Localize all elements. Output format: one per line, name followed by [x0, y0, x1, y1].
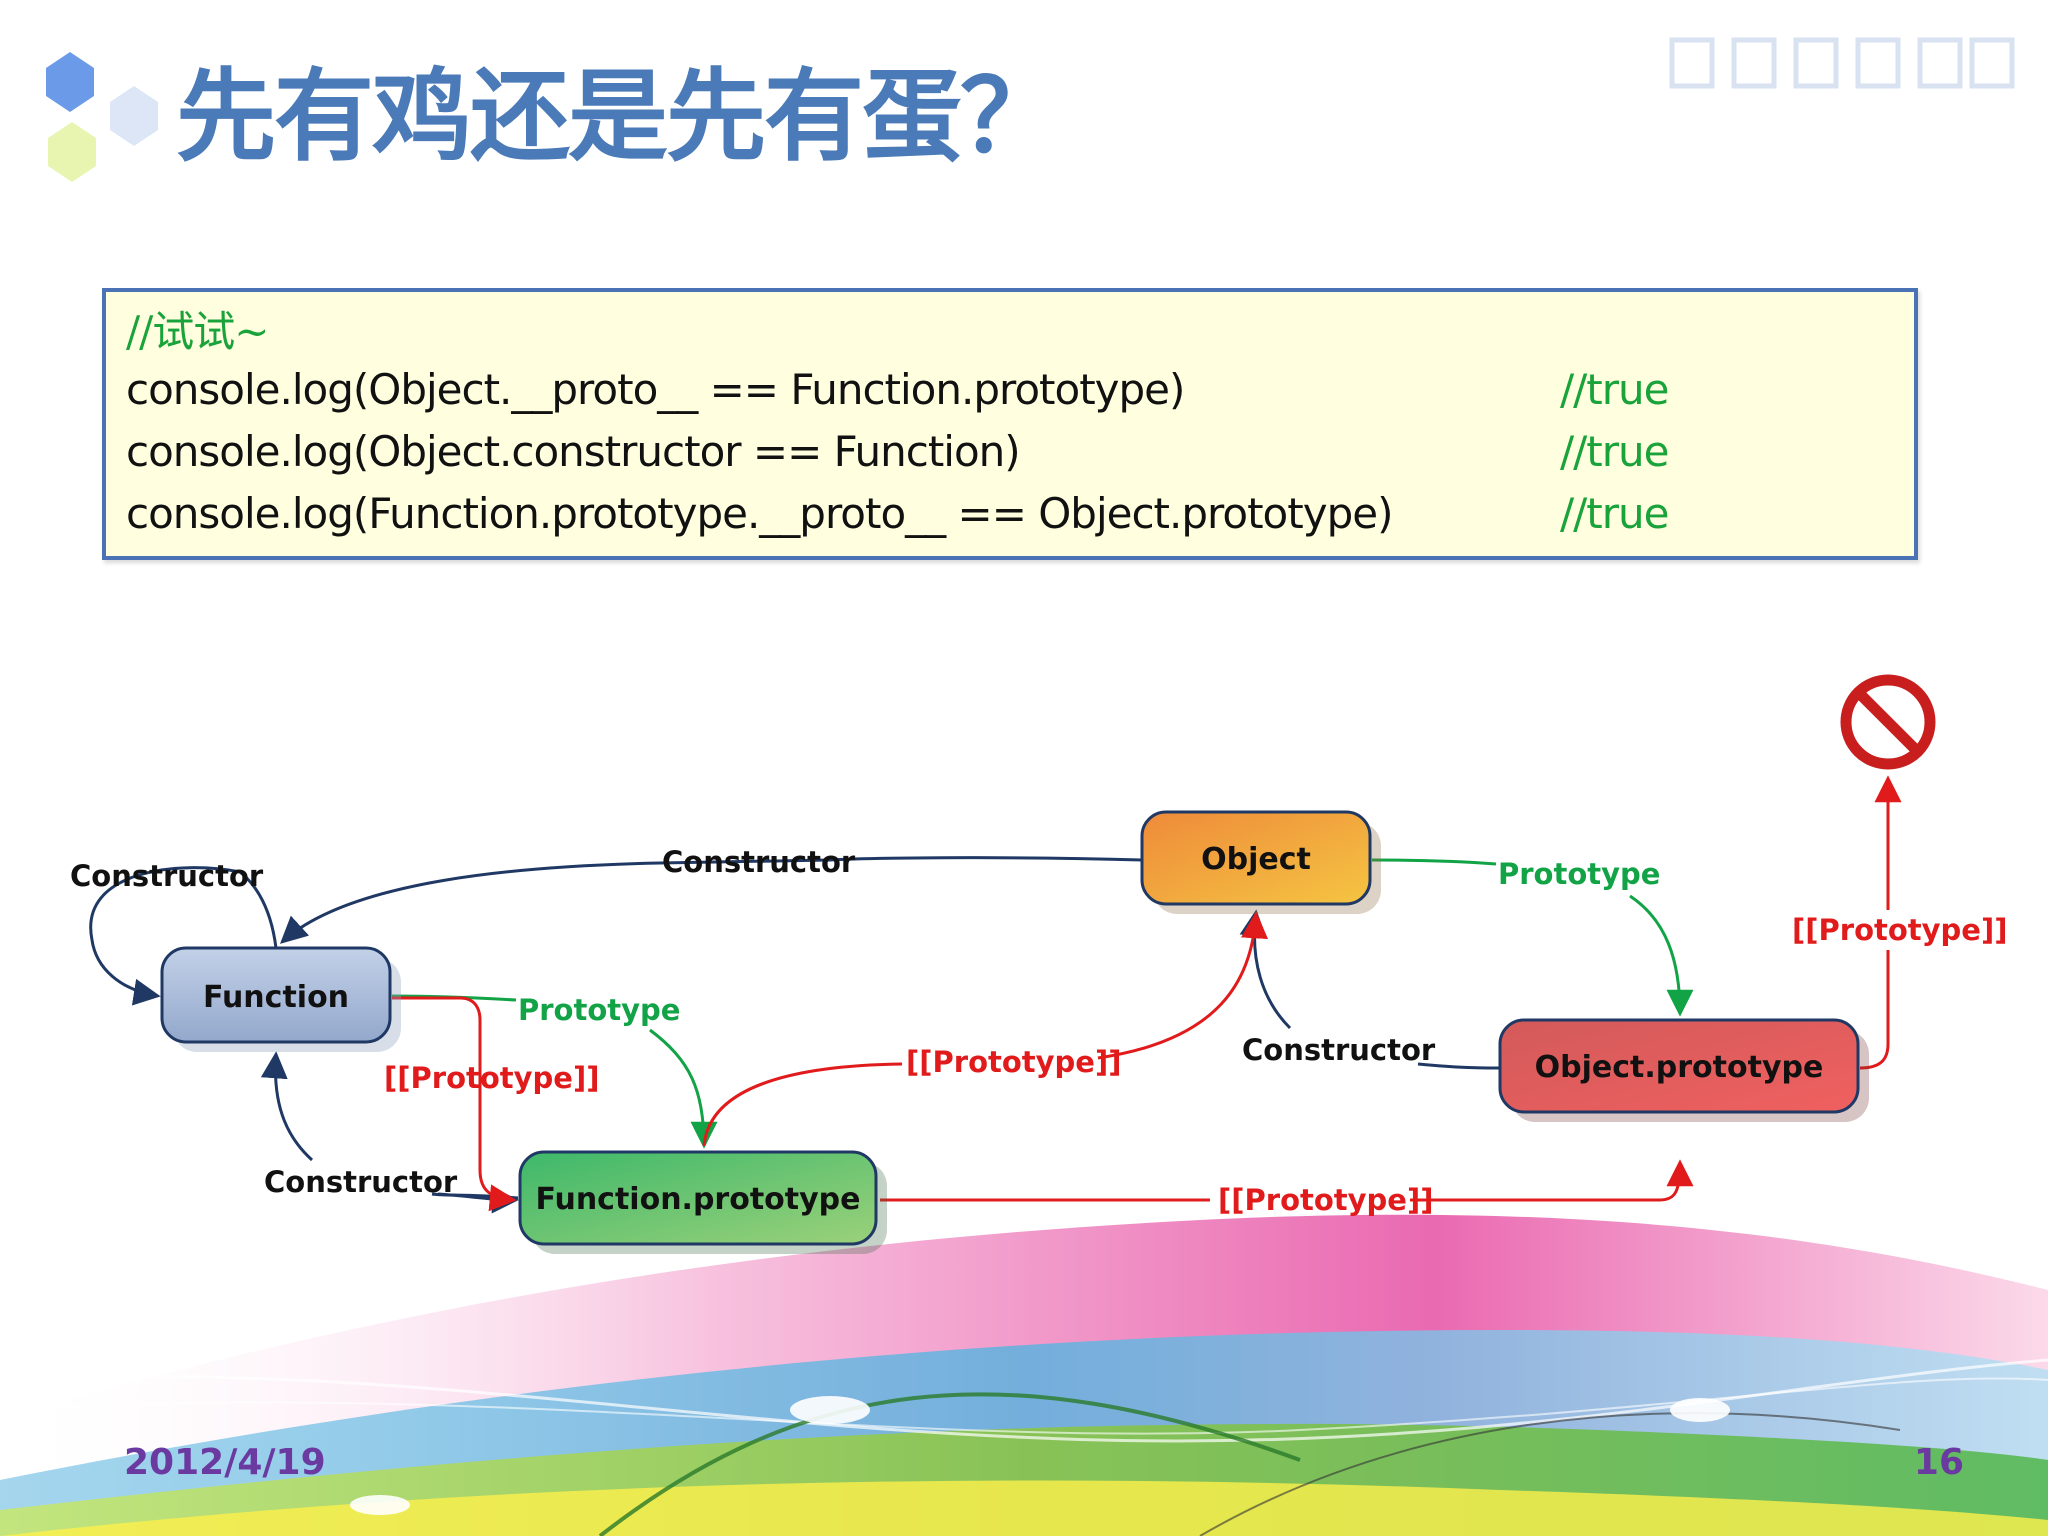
edge-function-self-constructor — [89, 866, 278, 1006]
node-function-prototype: Function.prototype — [518, 1150, 887, 1254]
code-comment-header: //试试~ — [126, 307, 269, 356]
edge-object-to-function-constructor — [280, 856, 1143, 944]
label-proto-op-null: [[Prototype]] — [1792, 913, 2007, 947]
node-function-label: Function — [203, 980, 349, 1015]
hexagon-decoration — [46, 52, 158, 182]
code-line-1: console.log(Object.__proto__ == Function… — [126, 365, 1185, 414]
node-object: Object — [1140, 810, 1381, 914]
label-constructor-self: Constructor — [70, 859, 264, 893]
slide-title: 先有鸡还是先有蛋？ — [176, 58, 1060, 175]
code-result-2: //true — [1560, 427, 1669, 476]
label-prototype-object: Prototype — [1498, 857, 1660, 891]
edge-op-to-null-proto — [1859, 778, 1888, 1070]
background-waves — [0, 1214, 2048, 1536]
prohibited-icon — [1840, 674, 1936, 770]
label-constructor-object-function: Constructor — [662, 845, 856, 879]
node-function: Function — [160, 946, 401, 1052]
node-object-prototype-label: Object.prototype — [1535, 1050, 1824, 1085]
logo-watermark — [1669, 37, 2015, 89]
page-number: 16 — [1913, 1442, 1964, 1483]
edge-fp-to-op-proto — [880, 1162, 1680, 1202]
prototype-diagram: Function Object Function.prototype Objec… — [70, 674, 2007, 1254]
code-line-2: console.log(Object.constructor == Functi… — [126, 427, 1021, 476]
edge-fp-to-object-proto — [702, 914, 1256, 1147]
label-constructor-op-object: Constructor — [1242, 1033, 1436, 1067]
label-proto-fp-op: [[Prototype]] — [1218, 1183, 1433, 1217]
edge-function-to-fp-proto — [392, 996, 517, 1212]
code-result-1: //true — [1560, 365, 1669, 414]
slide-date: 2012/4/19 — [124, 1442, 326, 1483]
code-block: //试试~ console.log(Object.__proto__ == Fu… — [102, 288, 1918, 560]
node-function-prototype-label: Function.prototype — [535, 1182, 860, 1217]
edge-object-prototype — [1371, 858, 1680, 1014]
label-proto-fp-object: [[Prototype]] — [906, 1045, 1121, 1079]
code-line-3: console.log(Function.prototype.__proto__… — [126, 489, 1393, 538]
label-proto-function-fp: [[Prototype]] — [384, 1061, 599, 1095]
label-prototype-function: Prototype — [518, 993, 680, 1027]
node-object-label: Object — [1201, 842, 1311, 877]
code-result-3: //true — [1560, 489, 1669, 538]
node-object-prototype: Object.prototype — [1498, 1018, 1869, 1122]
label-constructor-fp-function: Constructor — [264, 1165, 458, 1199]
